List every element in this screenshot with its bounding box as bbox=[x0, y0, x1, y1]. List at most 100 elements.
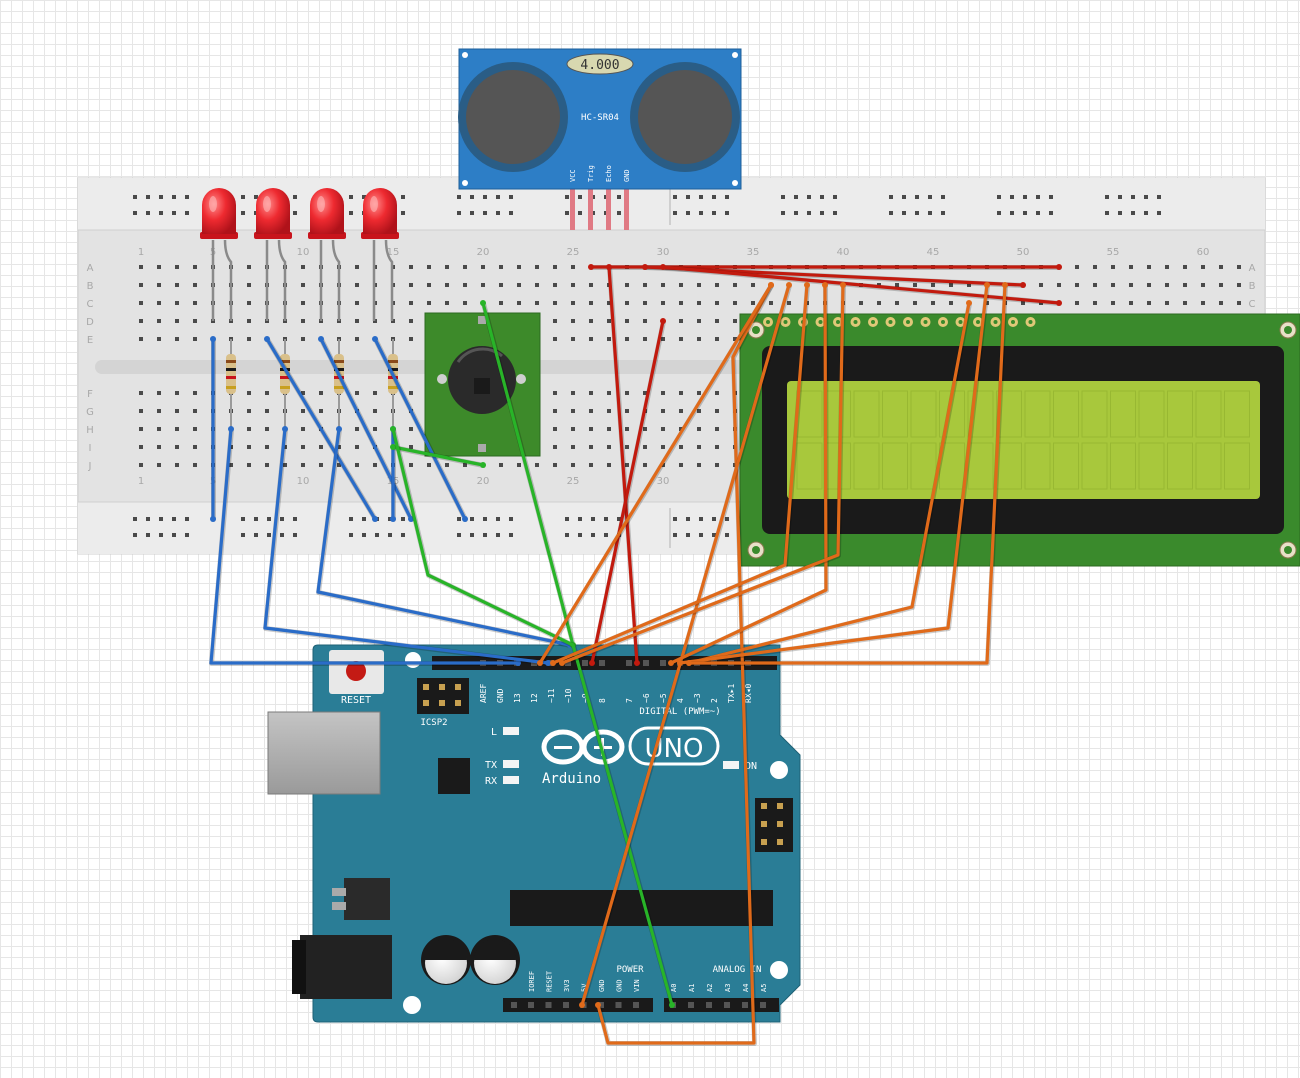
wire-orange[interactable] bbox=[551, 283, 809, 665]
voltage-regulator bbox=[344, 878, 390, 920]
power-pin-label: RESET bbox=[546, 970, 554, 992]
sensor-model-label: HC-SR04 bbox=[581, 113, 619, 123]
svg-text:25: 25 bbox=[567, 247, 580, 258]
analog-pin-label: A5 bbox=[760, 984, 768, 992]
sensor-pin-legs bbox=[570, 188, 629, 230]
lcd-header-pads bbox=[763, 317, 1036, 327]
wire-orange[interactable] bbox=[560, 283, 845, 665]
analog-header bbox=[664, 998, 779, 1012]
svg-text:H: H bbox=[86, 425, 94, 436]
usb-port bbox=[267, 711, 381, 795]
wire-green[interactable] bbox=[481, 301, 575, 647]
reset-label: RESET bbox=[341, 695, 371, 706]
wire-red[interactable] bbox=[590, 319, 665, 665]
svg-text:15: 15 bbox=[387, 247, 400, 258]
svg-text:J: J bbox=[88, 461, 92, 472]
digital-pin-label: ~10 bbox=[564, 688, 573, 703]
red-led bbox=[254, 188, 292, 321]
digital-pin-label: ~11 bbox=[547, 688, 556, 703]
wire-orange[interactable] bbox=[538, 283, 773, 665]
wires bbox=[209, 264, 1062, 1046]
wire-blue[interactable] bbox=[209, 427, 520, 665]
svg-text:1: 1 bbox=[138, 476, 144, 487]
svg-text:20: 20 bbox=[477, 476, 490, 487]
svg-text:I: I bbox=[89, 443, 92, 454]
l-led-label: L bbox=[491, 727, 497, 738]
svg-text:F: F bbox=[87, 389, 93, 400]
power-pin-label: IOREF bbox=[528, 971, 536, 992]
red-led bbox=[361, 188, 399, 321]
red-led bbox=[200, 188, 238, 321]
analog-pin-label: A0 bbox=[670, 984, 678, 992]
lcd-display bbox=[739, 313, 1300, 567]
svg-text:50: 50 bbox=[1017, 247, 1030, 258]
svg-text:D: D bbox=[86, 317, 94, 328]
wire-orange[interactable] bbox=[687, 301, 971, 665]
wire-blue[interactable] bbox=[316, 427, 572, 647]
wire-orange[interactable] bbox=[678, 283, 989, 665]
wire-blue[interactable] bbox=[265, 337, 377, 521]
resistor bbox=[226, 339, 236, 429]
wire-red[interactable] bbox=[607, 265, 639, 665]
wire-blue[interactable] bbox=[373, 337, 467, 521]
digital-pin-label: ~6 bbox=[642, 693, 651, 703]
power-pin-label: 5V bbox=[581, 983, 589, 992]
digital-pin-label: 7 bbox=[625, 698, 634, 703]
crystal-oscillator bbox=[566, 53, 634, 75]
svg-text:30: 30 bbox=[657, 247, 670, 258]
reset-cap[interactable] bbox=[346, 661, 366, 681]
digital-pin-label: AREF bbox=[479, 684, 488, 703]
on-led-label: ON bbox=[745, 761, 757, 772]
svg-text:10: 10 bbox=[297, 476, 310, 487]
tx-led-label: TX bbox=[485, 760, 497, 771]
svg-text:60: 60 bbox=[1197, 247, 1210, 258]
lcd-screen bbox=[787, 381, 1260, 499]
wire-red[interactable] bbox=[661, 265, 1061, 305]
svg-text:G: G bbox=[86, 407, 94, 418]
digital-pin-label: 8 bbox=[598, 698, 607, 703]
svg-text:B: B bbox=[87, 281, 94, 292]
icsp-header bbox=[417, 678, 469, 714]
svg-text:25: 25 bbox=[567, 476, 580, 487]
power-label: POWER bbox=[616, 965, 644, 975]
red-led bbox=[308, 188, 346, 321]
digital-pin-label: 13 bbox=[513, 693, 522, 703]
analog-in-label: ANALOG IN bbox=[713, 965, 762, 975]
wire-orange[interactable] bbox=[596, 283, 773, 1045]
analog-pin-label: A2 bbox=[706, 984, 714, 992]
svg-text:45: 45 bbox=[927, 247, 940, 258]
arduino-logo: UNO Arduino bbox=[541, 726, 720, 787]
digital-pin-label: ~3 bbox=[693, 693, 702, 703]
digital-pin-label: GND bbox=[496, 688, 505, 703]
analog-pin-label: A3 bbox=[724, 984, 732, 992]
power-header bbox=[503, 998, 653, 1012]
wire-green[interactable] bbox=[391, 427, 674, 1007]
icsp-label: ICSP2 bbox=[420, 718, 447, 728]
svg-text:1: 1 bbox=[138, 247, 144, 258]
power-jack bbox=[300, 935, 392, 999]
led-group bbox=[200, 188, 399, 321]
wire-blue[interactable] bbox=[319, 337, 413, 521]
wire-green[interactable] bbox=[391, 445, 485, 467]
svg-text:40: 40 bbox=[837, 247, 850, 258]
power-pin-label: VIN bbox=[633, 979, 641, 992]
wire-blue[interactable] bbox=[263, 427, 550, 665]
sensor-pin-label: VCC bbox=[569, 169, 577, 182]
svg-text:B: B bbox=[1249, 281, 1256, 292]
analog-pin-label: A4 bbox=[742, 984, 750, 992]
wire-orange[interactable] bbox=[687, 283, 1007, 665]
digital-pin-label: RX◂0 bbox=[744, 684, 753, 703]
wire-orange[interactable] bbox=[580, 283, 791, 1007]
wire-orange[interactable] bbox=[669, 283, 828, 665]
digital-pin-label: ~5 bbox=[659, 693, 668, 703]
transducer-right bbox=[638, 70, 732, 164]
digital-pin-label: TX▸1 bbox=[727, 684, 736, 703]
svg-text:C: C bbox=[1249, 299, 1256, 310]
rx-led-label: RX bbox=[485, 776, 497, 787]
power-pin-label: GND bbox=[616, 979, 624, 992]
arduino-uno: RESET ICSP2 L TX RX ON bbox=[267, 644, 801, 1023]
